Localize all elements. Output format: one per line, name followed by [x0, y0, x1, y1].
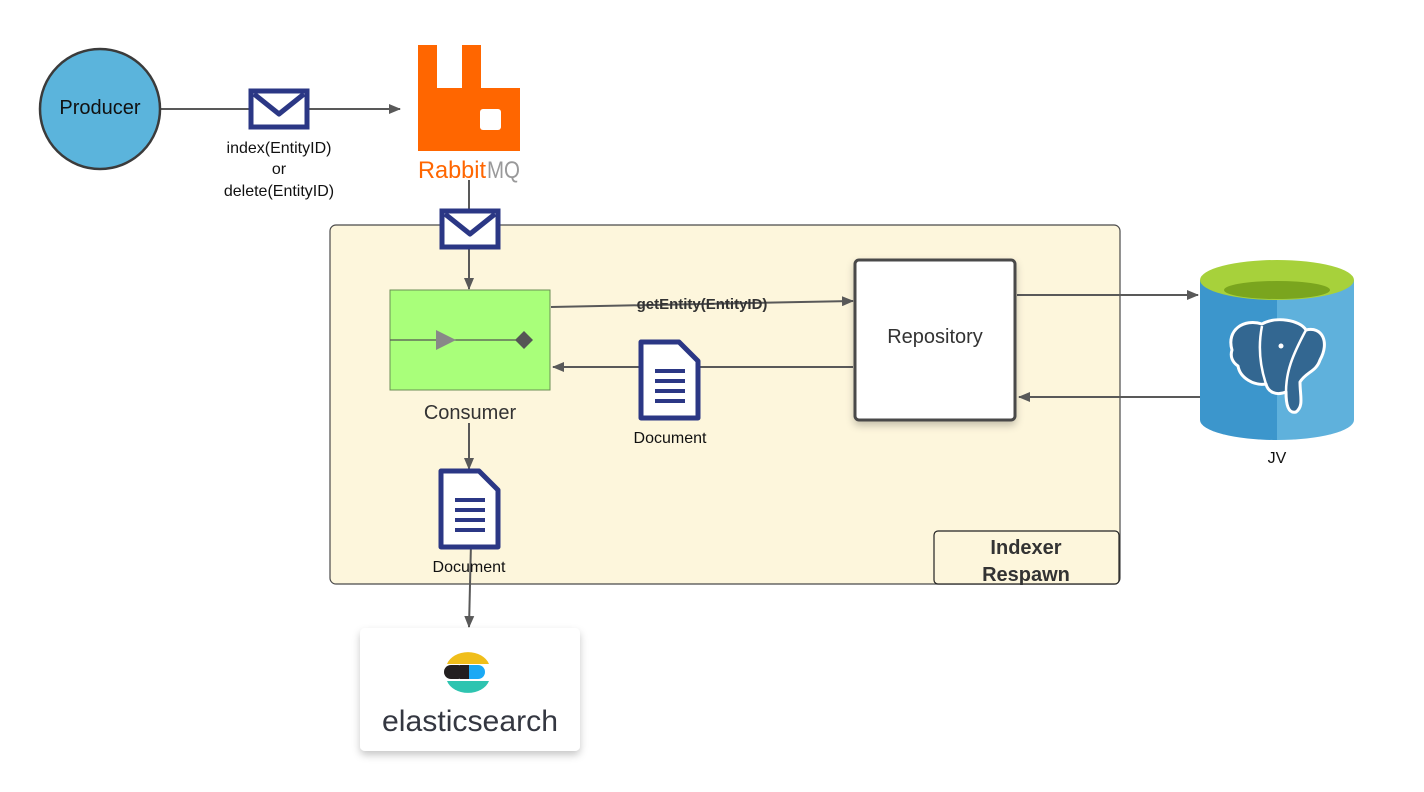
elasticsearch-logo	[444, 652, 489, 693]
repository-label: Repository	[887, 326, 983, 348]
consumer-label: Consumer	[424, 402, 517, 424]
database-label: JV	[1268, 450, 1287, 467]
container-title-line2: Respawn	[982, 564, 1070, 586]
producer-label: Producer	[59, 97, 140, 119]
producer-node	[38, 47, 162, 171]
envelope-icon	[439, 208, 501, 250]
container-title-line1: Indexer	[990, 537, 1061, 559]
postgresql-elephant-icon	[1229, 318, 1326, 414]
rabbitmq-word1: Rabbit	[418, 157, 486, 184]
message-label-line2: or	[272, 161, 287, 178]
consumer-flow-icon	[390, 330, 533, 350]
elasticsearch-label: elasticsearch	[382, 705, 558, 738]
rabbitmq-logo: Rabbit MQ	[418, 45, 520, 184]
get-entity-label: getEntity(EntityID)	[637, 296, 768, 313]
container-title-box	[933, 530, 1120, 585]
message-label-line3: delete(EntityID)	[224, 183, 334, 200]
repository-node	[853, 258, 1017, 422]
document-icon	[638, 339, 701, 421]
document-icon	[438, 468, 501, 550]
arrow-getentity	[550, 296, 854, 308]
envelope-icon	[248, 88, 310, 130]
document-low-label: Document	[433, 559, 506, 576]
message-label-line1: index(EntityID)	[227, 140, 332, 157]
rabbitmq-word2: MQ	[487, 157, 520, 184]
database-node	[1200, 260, 1354, 440]
arrow-document-to-elasticsearch	[464, 542, 475, 628]
document-mid-label: Document	[634, 430, 707, 447]
